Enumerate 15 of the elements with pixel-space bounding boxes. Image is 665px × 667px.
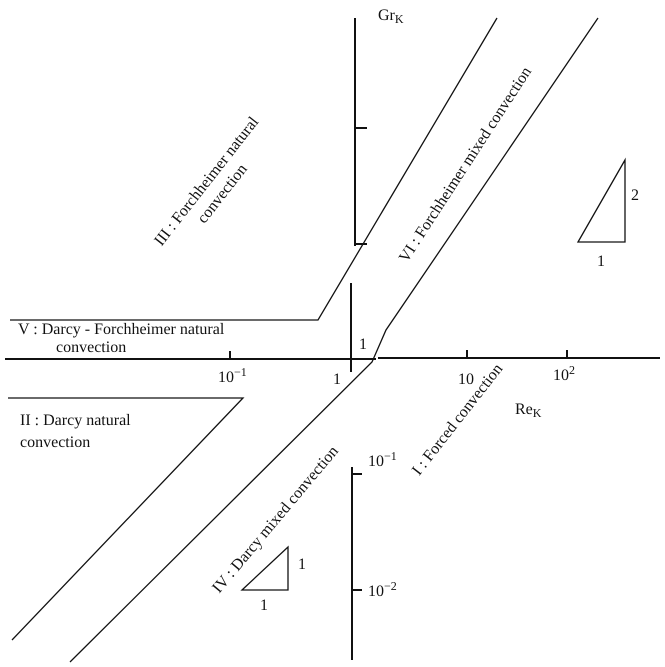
slope-label: 1 (597, 252, 605, 272)
region-label: II : Darcy natural convection (20, 411, 132, 453)
tick-label: 10$^{−2}$ (368, 580, 397, 602)
axis-label: Re$_{K}$ (515, 400, 542, 422)
tick-label: 10$^{2}$ (553, 364, 575, 386)
tick-label: 1 (359, 335, 367, 355)
axis-label: Gr$_{K}$ (378, 6, 404, 28)
tick-label: 1 (333, 370, 341, 390)
tick-label: 10$^{−1}$ (218, 366, 247, 388)
slope-label: 2 (631, 186, 639, 206)
slope-label: 1 (260, 596, 268, 616)
tick-label: 10$^{−1}$ (368, 450, 397, 472)
slope-label: 1 (298, 555, 306, 575)
region-label: V : Darcy - Forchheimer natural convection (18, 321, 226, 357)
slope-triangle (576, 158, 626, 243)
